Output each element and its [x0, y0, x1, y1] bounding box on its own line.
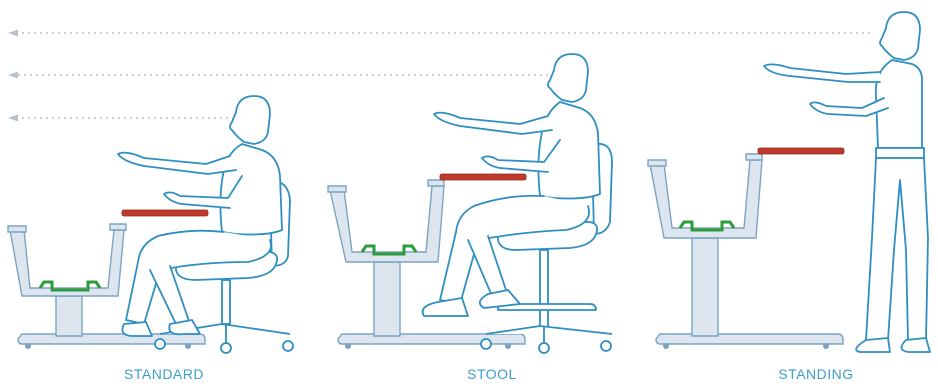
work-surface	[122, 210, 208, 216]
seated-person	[423, 54, 600, 316]
standard-workstation	[8, 96, 293, 353]
standing-workstation	[648, 12, 930, 352]
caption-standard: STANDARD	[84, 366, 244, 382]
desk-base	[648, 154, 843, 344]
eye-level-guides	[16, 33, 870, 118]
standing-person	[764, 12, 930, 352]
arrow-left-icon	[8, 30, 18, 122]
work-surface	[440, 174, 526, 180]
caption-standing: STANDING	[736, 366, 896, 382]
stool-workstation	[328, 54, 612, 353]
caption-stool: STOOL	[412, 366, 572, 382]
work-surface	[758, 148, 844, 154]
